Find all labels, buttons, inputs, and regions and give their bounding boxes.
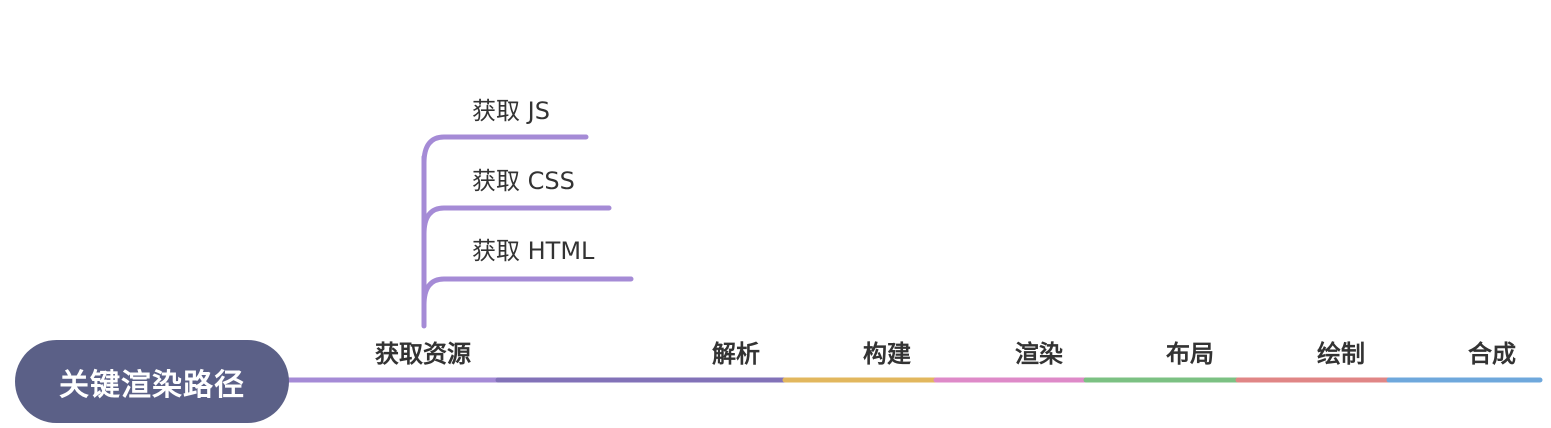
stage-render[interactable]: 渲染 [1015, 340, 1063, 368]
stage-layout[interactable]: 布局 [1166, 340, 1214, 368]
subtopic-fetch-css[interactable]: 获取 CSS [472, 167, 575, 195]
subtopic-branch [421, 205, 612, 237]
subtopic-fetch-js[interactable]: 获取 JS [472, 97, 550, 125]
stage-parse[interactable]: 解析 [712, 340, 760, 368]
stage-composite[interactable]: 合成 [1468, 340, 1516, 368]
root-node-label: 关键渲染路径 [59, 367, 245, 403]
stage-fetch-resources[interactable]: 获取资源 [375, 340, 471, 368]
subtopic-fetch-html[interactable]: 获取 HTML [472, 237, 595, 265]
subtopic-branch [421, 276, 634, 308]
subtopic-branch [421, 134, 589, 166]
root-node[interactable]: 关键渲染路径 [15, 340, 289, 423]
stage-paint[interactable]: 绘制 [1317, 340, 1365, 368]
stage-build[interactable]: 构建 [863, 340, 911, 368]
